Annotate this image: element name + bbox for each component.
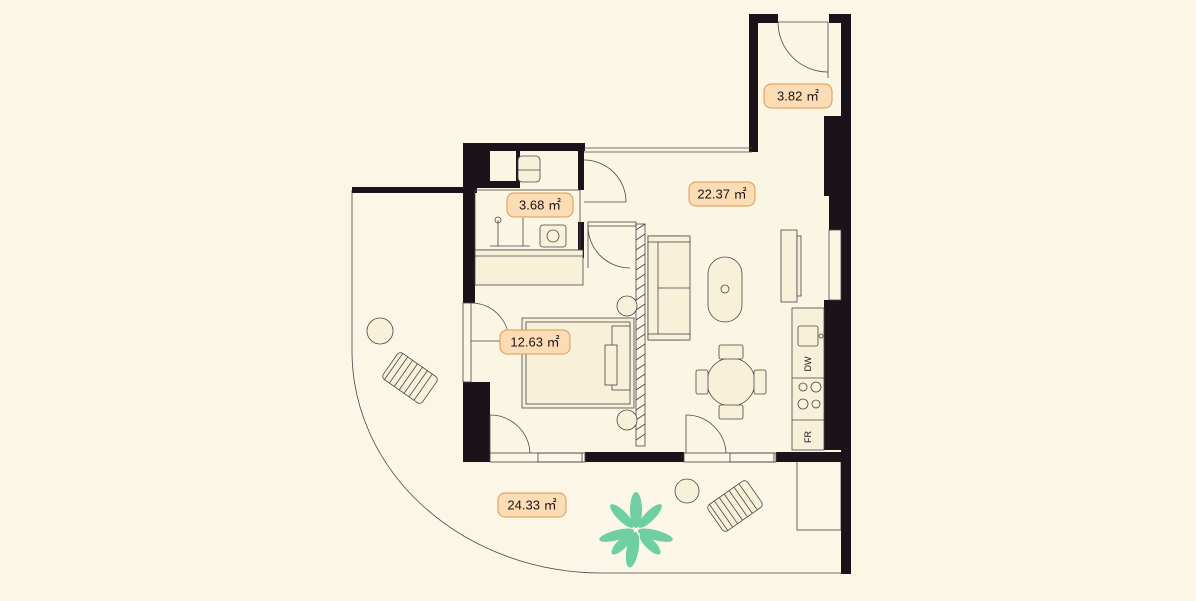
svg-text:3.68 ㎡: 3.68 ㎡ — [519, 198, 561, 213]
kitchen: DW FR — [791, 307, 825, 451]
terrace-furniture — [366, 317, 763, 532]
area-label-living-kitchen: 22.37 ㎡ — [688, 181, 756, 207]
dishwasher-label: DW — [803, 356, 813, 371]
bathroom-fixtures — [474, 155, 584, 286]
plant-icon — [599, 492, 673, 568]
area-label-hall: 3.82 ㎡ — [763, 83, 833, 109]
walls — [352, 14, 851, 574]
svg-text:12.63 ㎡: 12.63 ㎡ — [510, 335, 559, 350]
area-label-terrace: 24.33 ㎡ — [497, 492, 567, 518]
partition-wall — [587, 221, 646, 447]
doors — [470, 21, 829, 454]
area-label-bedroom: 12.63 ㎡ — [499, 329, 571, 355]
svg-text:3.82 ㎡: 3.82 ㎡ — [777, 89, 819, 104]
living-furniture — [647, 229, 802, 420]
fridge-label: FR — [803, 431, 813, 443]
svg-text:22.37 ㎡: 22.37 ㎡ — [697, 187, 746, 202]
windows — [462, 147, 842, 463]
bedroom-furniture — [521, 295, 638, 431]
svg-text:24.33 ㎡: 24.33 ㎡ — [507, 498, 556, 513]
area-label-bathroom: 3.68 ㎡ — [506, 192, 574, 218]
